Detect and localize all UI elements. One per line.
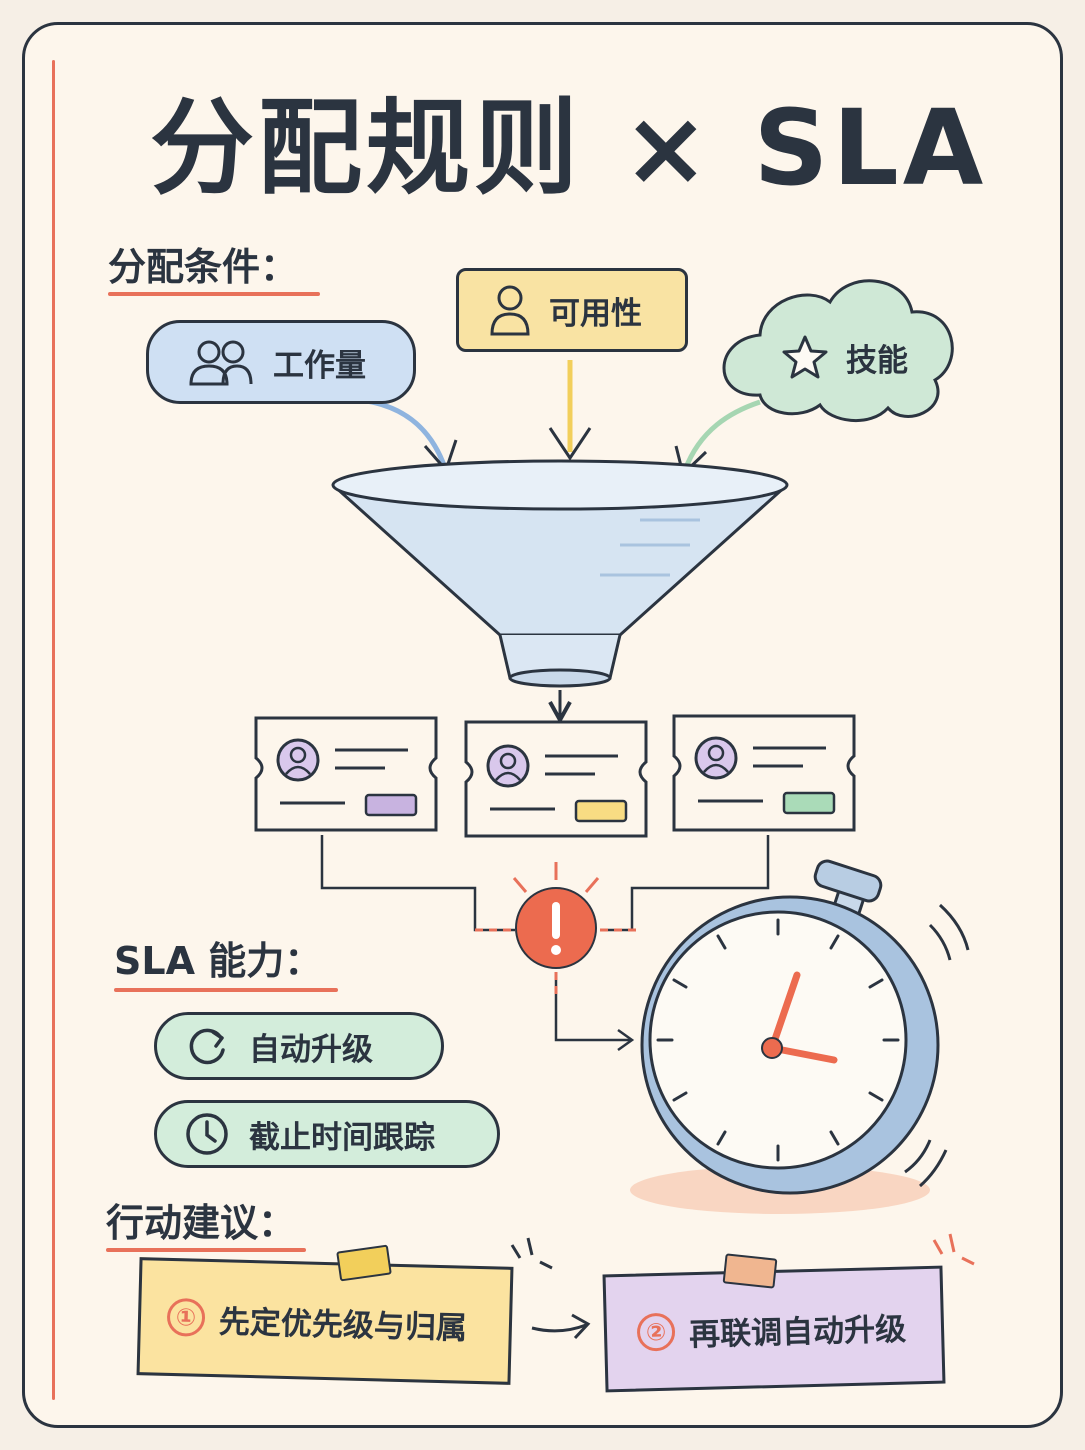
condition-pill-workload: 工作量 xyxy=(146,320,416,404)
action-label-2: 再联调自动升级 xyxy=(688,1311,907,1353)
tape-2 xyxy=(722,1253,778,1289)
connector-left xyxy=(320,835,515,932)
condition-label-workload: 工作量 xyxy=(273,347,366,384)
ticket-card-1 xyxy=(254,716,438,832)
page-title: 分配规则 × SLA xyxy=(150,87,988,209)
section-actions: 行动建议： xyxy=(106,1201,297,1245)
condition-label-availability: 可用性 xyxy=(549,295,642,332)
action-number-1: ① xyxy=(166,1297,206,1337)
funnel xyxy=(331,459,789,688)
margin-line xyxy=(52,60,55,1400)
condition-cloud-skills: 技能 xyxy=(770,322,940,392)
section-conditions-underline xyxy=(108,292,320,296)
stopwatch-icon xyxy=(630,859,970,1214)
action-number-2: ② xyxy=(636,1312,676,1352)
section-conditions: 分配条件： xyxy=(108,245,299,289)
refresh-icon xyxy=(189,1028,225,1065)
ticket-card-3 xyxy=(672,714,856,832)
condition-box-availability: 可用性 xyxy=(456,268,688,352)
action-note-1: ① 先定优先级与归属 xyxy=(136,1257,514,1385)
clock-icon xyxy=(186,1113,228,1155)
section-sla-underline xyxy=(114,988,338,992)
user-icon xyxy=(490,285,530,336)
section-actions-underline xyxy=(106,1248,306,1252)
action-label-1: 先定优先级与归属 xyxy=(218,1303,468,1347)
star-icon xyxy=(782,335,828,379)
arrow-alert-to-timer xyxy=(554,972,630,1042)
arrow-note-1-to-2 xyxy=(531,1323,587,1333)
sla-label-deadline-tracking: 截止时间跟踪 xyxy=(249,1119,435,1156)
users-icon xyxy=(189,340,253,386)
condition-label-skills: 技能 xyxy=(846,342,908,379)
alert-icon xyxy=(512,862,600,969)
ticket-card-2 xyxy=(464,720,648,838)
arrow-workload xyxy=(359,397,448,469)
sla-pill-auto-escalation: 自动升级 xyxy=(154,1012,444,1080)
arrow-skills xyxy=(682,399,761,471)
section-sla: SLA 能力： xyxy=(114,939,323,983)
skills-cloud xyxy=(722,279,954,422)
sla-pill-deadline-tracking: 截止时间跟踪 xyxy=(154,1100,500,1168)
sla-label-auto-escalation: 自动升级 xyxy=(249,1031,373,1068)
